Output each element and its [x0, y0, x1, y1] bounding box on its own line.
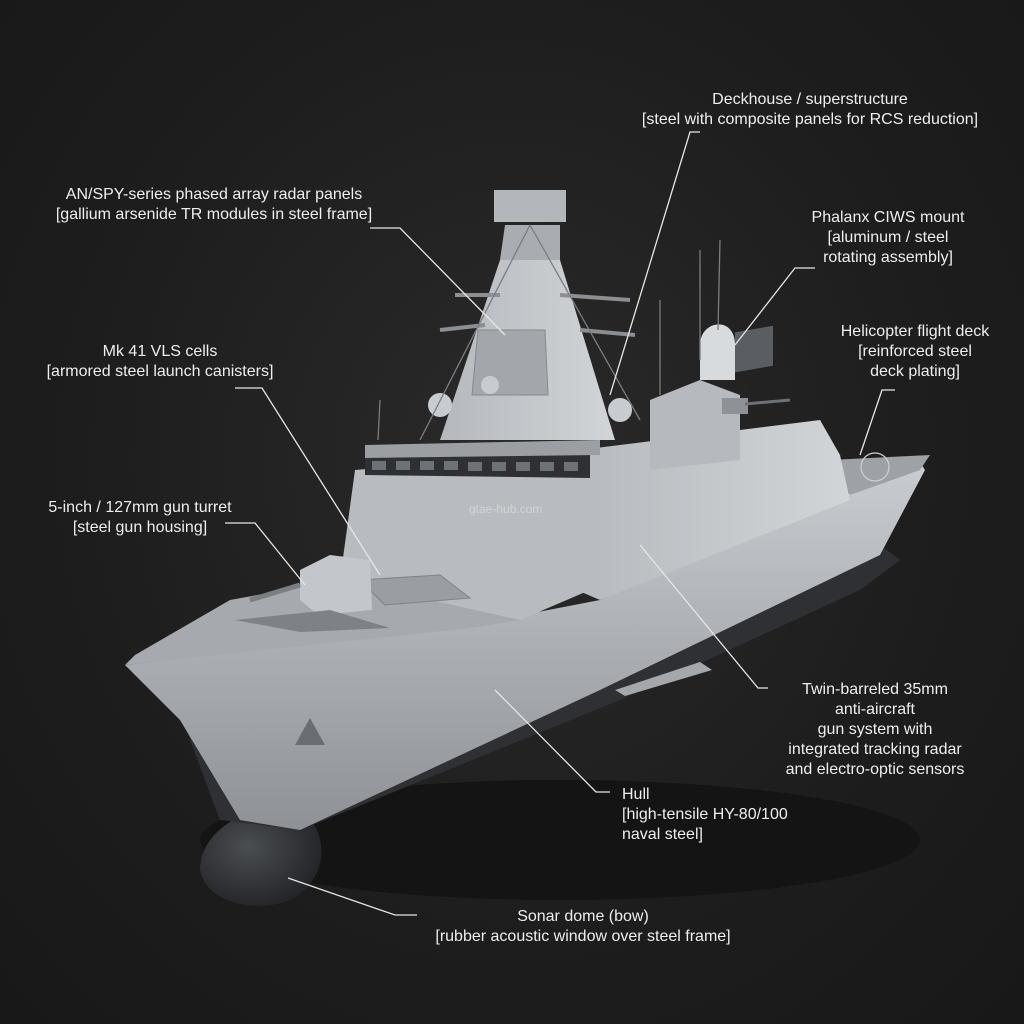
callout-sonar: Sonar dome (bow) [rubber acoustic window… [435, 907, 730, 947]
ciws-dome [700, 324, 735, 380]
callout-heli: Helicopter flight deck [reinforced steel… [841, 322, 990, 382]
callout-gun: 5-inch / 127mm gun turret [steel gun hou… [48, 498, 231, 538]
callout-ciws: Phalanx CIWS mount [aluminum / steel rot… [812, 208, 965, 268]
callout-heli-material-2: deck plating] [870, 363, 960, 380]
callout-twin-line-3: gun system with [817, 721, 933, 738]
flight-deck [830, 455, 930, 495]
sonar-dome [200, 808, 322, 906]
leader-lines [225, 131, 895, 916]
callout-hull-material-2: naval steel] [622, 826, 703, 843]
callout-heli-material-1: [reinforced steel [858, 343, 972, 360]
callout-twin-line-2: anti-aircraft [834, 701, 916, 718]
callout-ciws-material-2: rotating assembly] [823, 249, 953, 266]
hull-side [125, 462, 925, 830]
callout-hull-title: Hull [622, 786, 650, 803]
callout-radar: AN/SPY-series phased array radar panels … [56, 185, 372, 225]
callout-twin-line-5: and electro-optic sensors [785, 761, 965, 778]
callout-gun-title: 5-inch / 127mm gun turret [48, 499, 232, 516]
callout-twin-35mm: Twin-barreled 35mm anti-aircraft gun sys… [786, 680, 965, 780]
callout-hull: Hull [high-tensile HY-80/100 naval steel… [622, 785, 788, 845]
callout-hull-material-1: [high-tensile HY-80/100 [622, 806, 788, 823]
watermark: gtae-hub.com [469, 502, 543, 516]
callout-twin-line-1: Twin-barreled 35mm [802, 681, 948, 698]
hangar-block [565, 420, 850, 600]
callout-sonar-material: [rubber acoustic window over steel frame… [435, 928, 731, 945]
ship-shadow [200, 780, 920, 900]
gun-turret [300, 555, 372, 615]
aft-mast [650, 380, 740, 470]
callout-vls-material: [armored steel launch canisters] [46, 363, 274, 380]
callout-radar-title: AN/SPY-series phased array radar panels [65, 186, 363, 203]
callout-ciws-title: Phalanx CIWS mount [811, 209, 965, 226]
callout-ciws-material-1: [aluminum / steel [827, 229, 949, 246]
callout-heli-title: Helicopter flight deck [840, 323, 990, 340]
vls-cells [358, 574, 472, 606]
callout-gun-material: [steel gun housing] [72, 519, 208, 536]
callout-deckhouse-material: [steel with composite panels for RCS red… [641, 111, 979, 128]
callout-vls-title: Mk 41 VLS cells [102, 343, 218, 360]
callout-vls: Mk 41 VLS cells [armored steel launch ca… [47, 342, 274, 382]
callout-twin-line-4: integrated tracking radar [788, 741, 962, 758]
callout-deckhouse: Deckhouse / superstructure [steel with c… [642, 90, 978, 130]
callout-sonar-title: Sonar dome (bow) [517, 908, 649, 925]
callout-deckhouse-title: Deckhouse / superstructure [712, 91, 908, 108]
callout-radar-material: [gallium arsenide TR modules in steel fr… [55, 206, 373, 223]
